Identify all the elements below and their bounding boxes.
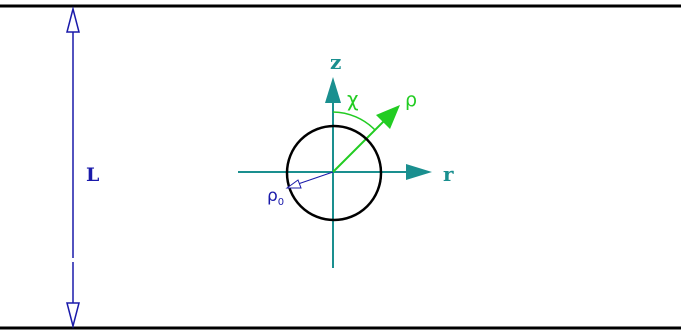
length-dimension-arrow	[66, 6, 80, 329]
length-arrow-head-up	[66, 6, 80, 33]
r-axis-label: r	[443, 162, 454, 186]
rho0-label: ρ0	[267, 186, 284, 208]
angle-chi-arc	[332, 111, 376, 131]
rho-vector-line	[332, 119, 386, 173]
rho-vector-arrowhead	[376, 105, 400, 129]
tube-circle	[285, 124, 383, 222]
rho0-vector-arrowhead	[285, 179, 302, 189]
length-arrow-head-down	[66, 302, 80, 329]
length-label: L	[86, 164, 99, 186]
rho-vector-label: ρ	[405, 89, 417, 111]
angle-chi-label: χ	[347, 87, 359, 111]
z-axis-arrowhead	[325, 77, 341, 103]
z-axis-label: z	[330, 50, 341, 74]
rho0-symbol: ρ	[267, 186, 278, 206]
r-axis-arrowhead	[406, 164, 432, 180]
rho0-vector-line	[297, 171, 334, 185]
rho0-subscript: 0	[278, 197, 284, 208]
